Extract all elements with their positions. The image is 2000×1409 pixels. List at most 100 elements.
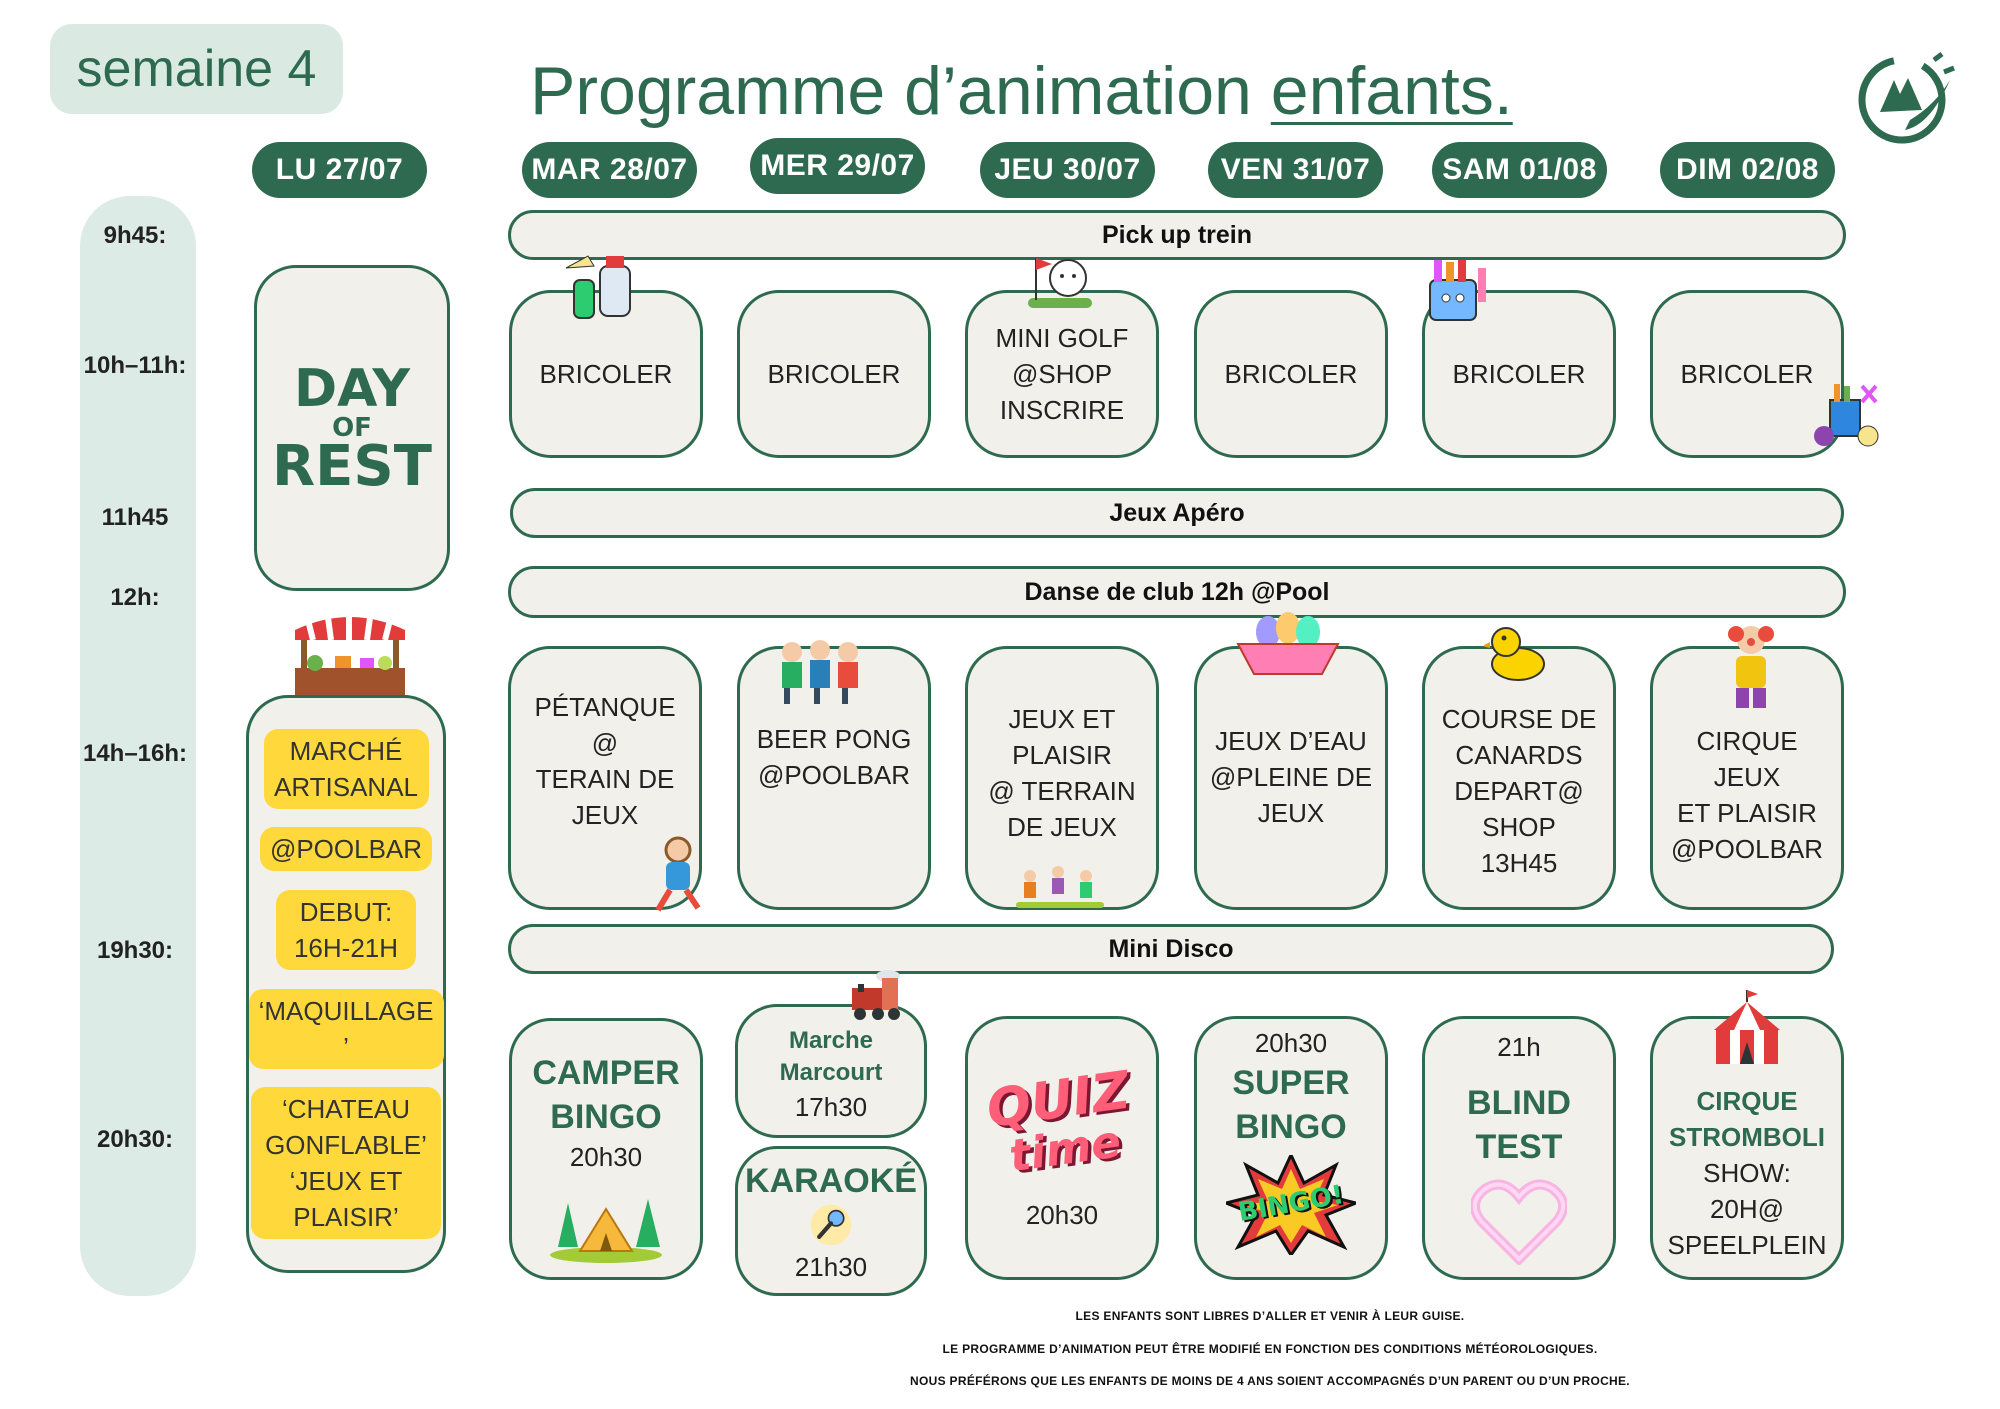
market-maquillage: ‘MAQUILLAGE ’: [248, 988, 444, 1069]
rubber-duck-icon: [1484, 627, 1545, 681]
evening-title: STROMBOLI: [1669, 1122, 1825, 1152]
evening-title: CAMPER: [532, 1054, 680, 1092]
activity-label: BEER PONG: [756, 724, 912, 754]
activity-box-morning: MINI GOLF @SHOP INSCRIRE: [965, 290, 1159, 458]
craft-supplies-icon: [1814, 384, 1879, 447]
activity-label: JEUX D’EAU: [1215, 726, 1367, 756]
evening-time: 20h30: [569, 1142, 643, 1172]
activity-label: TERAIN DE: [535, 764, 675, 794]
activity-label: @PLEINE DE: [1209, 762, 1373, 792]
campsite-logo-icon: [1858, 52, 1955, 144]
activity-label: BRICOLER: [1680, 359, 1814, 389]
evening-title: KARAOKÉ: [745, 1162, 917, 1200]
time-label: 11h45: [101, 504, 169, 531]
activity-label: JEUX ET: [1008, 704, 1116, 734]
neon-heart-icon: [1471, 1179, 1567, 1265]
activity-label: DE JEUX: [1007, 812, 1117, 842]
camping-tent-icon: [550, 1199, 662, 1263]
market-time: DEBUT: 16H-21H: [276, 889, 416, 970]
activity-label: BRICOLER: [767, 359, 901, 389]
evening-text: 20H@: [1709, 1194, 1785, 1224]
day-header-sunday: DIM 02/08: [1660, 142, 1835, 198]
activity-box-morning: BRICOLER: [1194, 290, 1388, 458]
microphone-icon: [810, 1204, 852, 1246]
activity-label: SHOP: [1482, 812, 1556, 842]
evening-box-thursday: QUIZ time 20h30: [965, 1016, 1159, 1280]
activity-label: CIRQUE JEUX: [1696, 726, 1798, 792]
activity-label: MINI GOLF: [995, 323, 1129, 353]
day-header-tuesday: MAR 28/07: [522, 142, 697, 198]
running-kid-icon: [655, 836, 701, 912]
activity-box-afternoon: JEUX D’EAU @PLEINE DE JEUX: [1194, 646, 1388, 910]
glue-scissors-icon: [565, 255, 631, 319]
evening-title: SUPER: [1232, 1064, 1350, 1102]
monday-market-box: MARCHÉ ARTISANAL @POOLBAR DEBUT: 16H-21H…: [246, 695, 446, 1273]
bar-mini-disco: Mini Disco: [508, 924, 1834, 974]
evening-time: 17h30: [794, 1092, 868, 1122]
evening-title: TEST: [1475, 1128, 1563, 1166]
evening-title: Marcourt: [779, 1059, 883, 1086]
time-label: 19h30:: [96, 937, 174, 964]
evening-box-sunday: CIRQUE STROMBOLI SHOW: 20H@ SPEELPLEIN: [1650, 1016, 1844, 1280]
monday-rest-box: DAY OF REST: [254, 265, 450, 591]
evening-title: BINGO: [550, 1098, 662, 1136]
evening-time: 21h30: [794, 1252, 868, 1282]
evening-title: BINGO: [1235, 1108, 1347, 1146]
day-of-rest-logo: DAY OF REST: [272, 363, 432, 495]
water-balloon-bowl-icon: [1236, 612, 1340, 675]
activity-label: INSCRIRE: [999, 395, 1125, 425]
activity-box-morning: BRICOLER: [1650, 290, 1844, 458]
evening-box-tuesday: CAMPER BINGO 20h30: [509, 1018, 703, 1280]
day-header-friday: VEN 31/07: [1208, 142, 1383, 198]
toy-train-icon: [852, 970, 900, 1020]
week-badge: semaine 4: [50, 24, 343, 114]
footnote: NOUS PRÉFÉRONS QUE LES ENFANTS DE MOINS …: [910, 1374, 1630, 1388]
rest-word-2: OF: [332, 413, 372, 443]
time-label: 10h–11h:: [83, 352, 187, 379]
evening-box-friday: 20h30 SUPER BINGO BINGO!: [1194, 1016, 1388, 1280]
pencil-cup-icon: [1429, 260, 1486, 321]
activity-box-morning: BRICOLER: [1422, 290, 1616, 458]
bar-pickup-train: Pick up trein: [508, 210, 1846, 260]
activity-label: PLAISIR: [1012, 740, 1112, 770]
activity-box-afternoon: COURSE DE CANARDS DEPART@ SHOP 13H45: [1422, 646, 1616, 910]
evening-title: Marche: [788, 1027, 874, 1054]
day-header-thursday: JEU 30/07: [980, 142, 1155, 198]
clown-icon: [1728, 626, 1774, 708]
activity-label: @POOLBAR: [1670, 834, 1824, 864]
title-main: Programme d’animation: [530, 53, 1271, 129]
market-title: MARCHÉ ARTISANAL: [263, 728, 429, 809]
time-label: 12h:: [110, 584, 160, 611]
playing-kids-icon: [1016, 866, 1104, 908]
kids-group-icon: [782, 640, 858, 704]
activity-label: @SHOP: [1011, 359, 1113, 389]
timeline-column: [80, 196, 196, 1296]
day-header-saturday: SAM 01/08: [1432, 142, 1607, 198]
market-stall-icon: [295, 608, 405, 700]
footnote: LE PROGRAMME D’ANIMATION PEUT ÊTRE MODIF…: [942, 1342, 1598, 1356]
activity-label: 13H45: [1480, 848, 1558, 878]
activity-label: @POOLBAR: [757, 760, 911, 790]
activity-label: BRICOLER: [539, 359, 673, 389]
circus-tent-icon: [1714, 990, 1780, 1064]
bingo-burst-sticker: BINGO!: [1226, 1155, 1356, 1255]
evening-box-wednesday-walk: Marche Marcourt 17h30: [735, 1004, 927, 1138]
activity-label: CANARDS: [1455, 740, 1583, 770]
activity-label: DEPART@: [1454, 776, 1584, 806]
day-header-wednesday: MER 29/07: [750, 138, 925, 194]
day-header-monday: LU 27/07: [252, 142, 427, 198]
evening-text: SPEELPLEIN: [1667, 1230, 1827, 1260]
evening-title: BLIND: [1467, 1084, 1571, 1122]
evening-time: 20h30: [1025, 1200, 1099, 1230]
activity-box-morning: BRICOLER: [737, 290, 931, 458]
evening-box-saturday: 21h BLIND TEST: [1422, 1016, 1616, 1280]
title-underlined: enfants.: [1270, 53, 1513, 129]
activity-label: PÉTANQUE: [534, 692, 676, 722]
market-chateau: ‘CHATEAU GONFLABLE’ ‘JEUX ET PLAISIR’: [251, 1087, 441, 1240]
evening-time: 20h30: [1254, 1028, 1328, 1058]
page-title: Programme d’animation enfants.: [530, 52, 1513, 130]
activity-label: COURSE DE: [1441, 704, 1597, 734]
market-location: @POOLBAR: [259, 827, 433, 872]
evening-box-wednesday-karaoke: KARAOKÉ 21h30: [735, 1146, 927, 1296]
evening-title: CIRQUE: [1696, 1086, 1798, 1116]
